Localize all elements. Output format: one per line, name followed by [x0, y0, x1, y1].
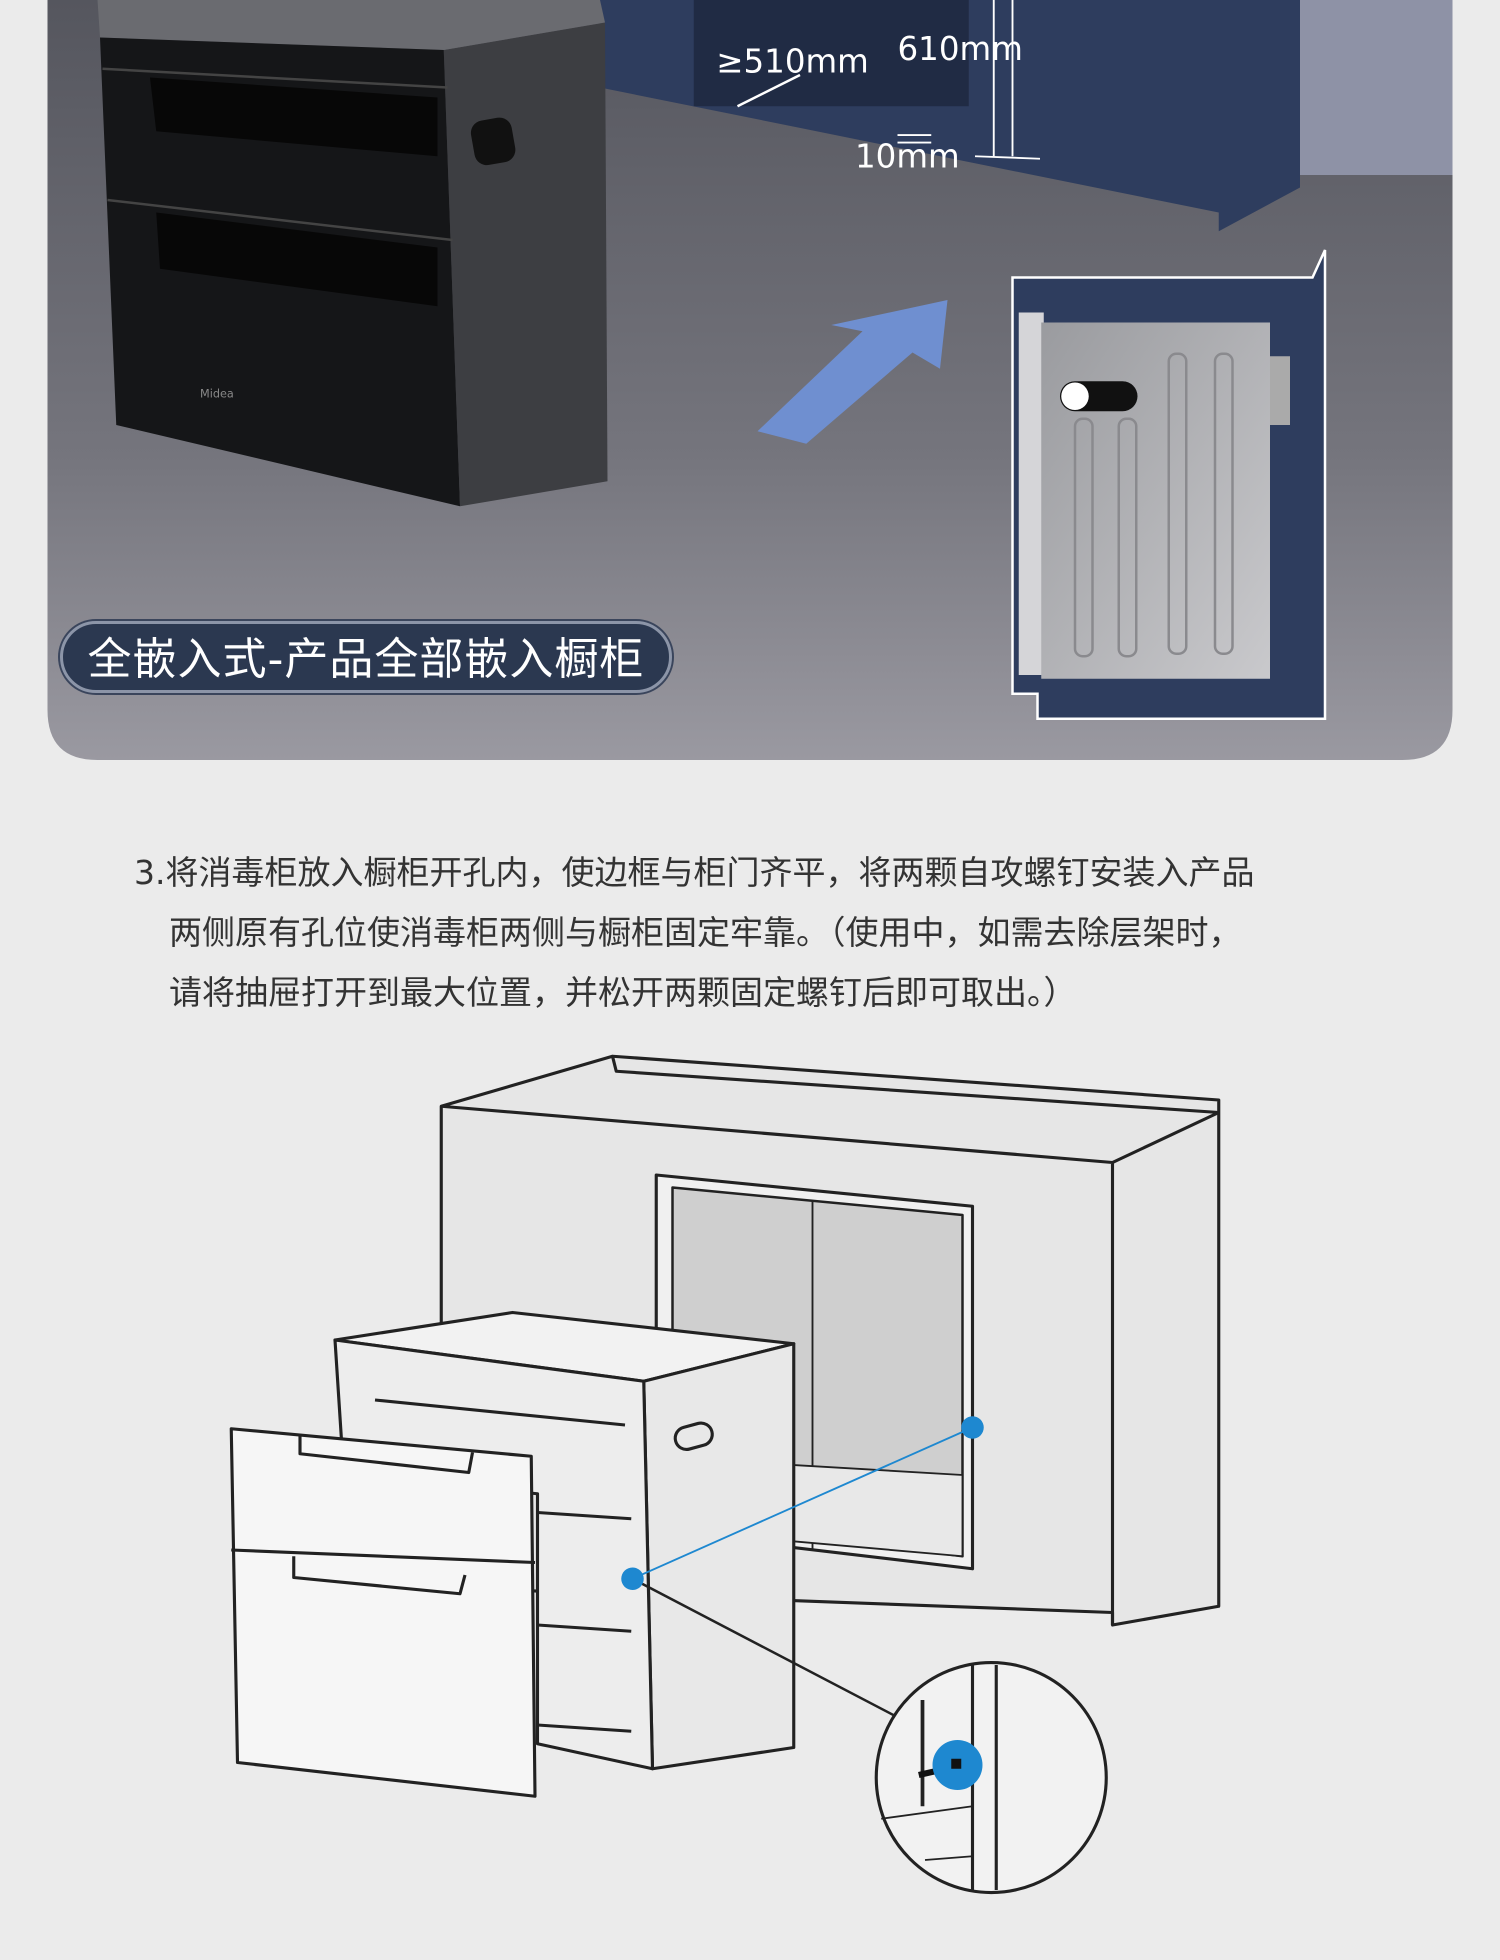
- disinfection-cabinet-product: Midea: [97, 0, 608, 507]
- kitchen-cabinet: [600, 0, 1300, 232]
- insert-arrow-icon: [757, 300, 948, 444]
- screw-marker-icon: [961, 1416, 984, 1439]
- product-photo: ≥510mm 610mm 10mm Midea: [47, 0, 1453, 760]
- gap-dimension: 10mm: [855, 138, 960, 176]
- appliance-drawing: [229, 1310, 796, 1798]
- instruction-step-3: 3.将消毒柜放入橱柜开孔内，使边框与柜门齐平，将两颗自攻螺钉安装入产品 两侧原有…: [134, 843, 1374, 1023]
- height-dimension: 610mm: [898, 30, 1023, 68]
- depth-dimension: ≥510mm: [716, 43, 869, 81]
- screw-marker-icon: [621, 1567, 644, 1590]
- instruction-line: 3.将消毒柜放入橱柜开孔内，使边框与柜门齐平，将两颗自攻螺钉安装入产品: [134, 853, 1255, 892]
- svg-text:Midea: Midea: [200, 388, 234, 401]
- instruction-line: 请将抽屉打开到最大位置，并松开两颗固定螺钉后即可取出。）: [169, 973, 1077, 1012]
- installation-diagram: [229, 1054, 1221, 1895]
- installation-type-badge: 全嵌入式-产品全部嵌入橱柜: [60, 621, 672, 693]
- installed-cabinet-inset: [1011, 249, 1327, 720]
- instruction-line: 两侧原有孔位使消毒柜两侧与橱柜固定牢靠。（使用中，如需去除层架时，: [169, 913, 1242, 952]
- screw-detail-magnifier: [874, 1660, 1108, 1895]
